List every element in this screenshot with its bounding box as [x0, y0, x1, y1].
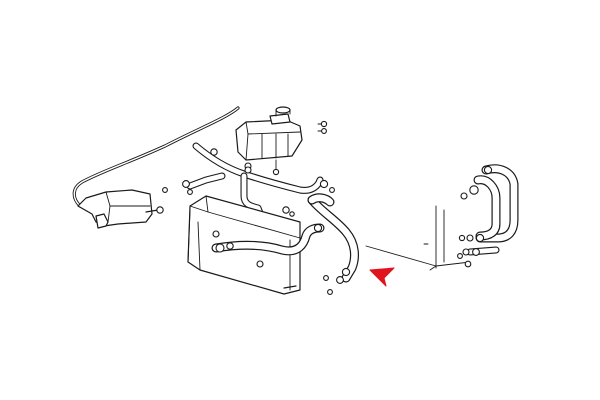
- tank-cap: [275, 106, 291, 114]
- radiator-mount: [289, 211, 295, 217]
- tank-bolt: [320, 120, 328, 128]
- radiator-mount: [212, 230, 220, 238]
- hose-clamp: [464, 260, 472, 268]
- hose-clamp: [244, 166, 252, 174]
- hose-clamp: [323, 275, 329, 281]
- drain-plug: [327, 289, 333, 295]
- hose-clamp: [457, 253, 463, 259]
- heater-connection-lines: [365, 205, 471, 271]
- overflow-line: [72, 106, 240, 208]
- hose-clamp: [475, 233, 485, 243]
- hose-clamp: [466, 234, 474, 242]
- tank-bolt: [321, 128, 327, 134]
- hose-clamp: [483, 165, 493, 175]
- hose-clamp: [313, 223, 323, 233]
- bypass-hose: [182, 172, 226, 195]
- tank-screw: [272, 168, 280, 176]
- reservoir-clamp: [156, 206, 164, 214]
- hose-clamp: [462, 248, 470, 256]
- highlight-pointer-icon: [369, 267, 395, 287]
- hose-clamp: [210, 148, 218, 156]
- hose-clamp: [329, 187, 335, 193]
- upper-radiator-hose: [307, 193, 359, 284]
- hose-clamp: [215, 243, 225, 253]
- hose-clamp: [458, 234, 466, 242]
- radiator-mount: [256, 260, 264, 268]
- coolant-expansion-tank: [235, 106, 328, 176]
- hose-clamp: [460, 192, 468, 200]
- hose-clamp: [182, 180, 190, 188]
- radiator-mount: [282, 206, 290, 214]
- vertical-hose: [240, 172, 266, 236]
- hose-clamp: [472, 248, 480, 256]
- hose-clamp: [336, 276, 344, 284]
- heater-hoses: [457, 164, 519, 268]
- hose-clamp: [469, 185, 479, 195]
- hose-clamp: [319, 179, 329, 189]
- radiator-drain: [283, 285, 333, 295]
- hose-clamp: [187, 189, 193, 195]
- reservoir-bolt: [162, 187, 168, 193]
- lower-radiator-hose: [211, 223, 325, 256]
- tank-supply-hose: [192, 142, 335, 194]
- washer-reservoir: [77, 187, 168, 229]
- hose-clamp: [341, 267, 351, 277]
- hose-clamp: [226, 242, 234, 250]
